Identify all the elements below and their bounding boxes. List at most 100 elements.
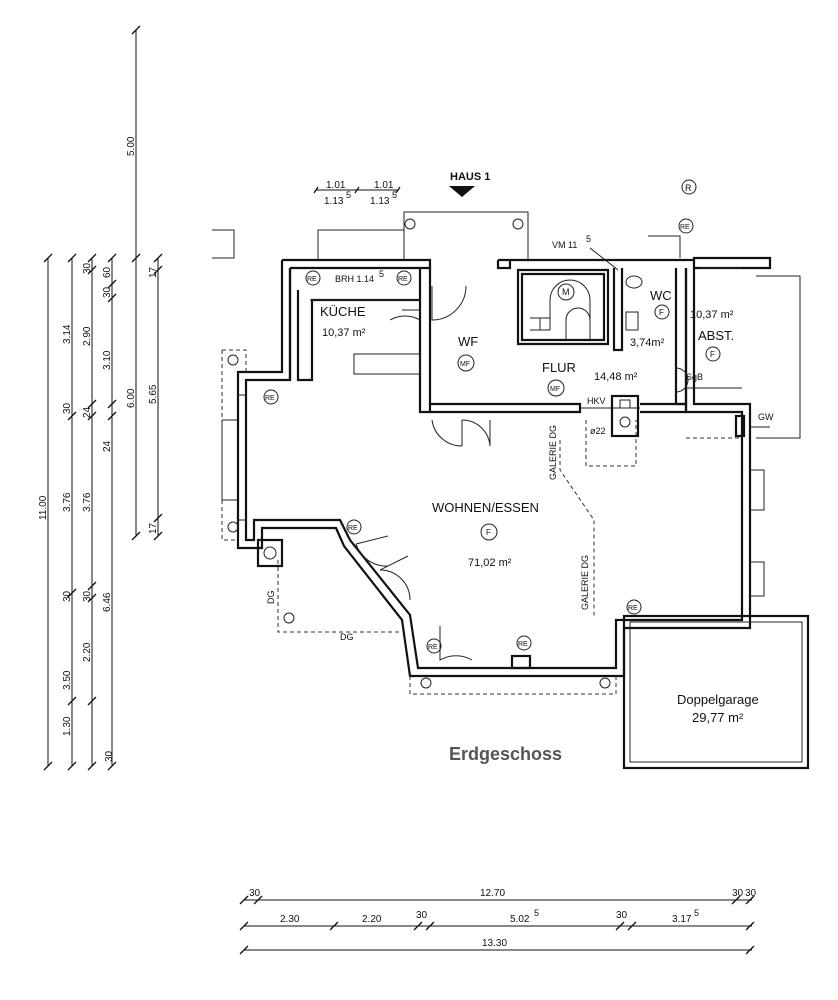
svg-text:30: 30 [102,286,113,298]
re-marker-door: RE [346,519,362,535]
svg-text:12.70: 12.70 [480,888,505,899]
room-name-kueche: KÜCHE [320,304,366,319]
dashed-lines [221,349,742,695]
svg-text:30: 30 [62,590,73,602]
svg-text:30: 30 [416,910,428,921]
svg-text:RE: RE [628,605,638,612]
top-dim-4-sup: 5 [392,190,397,200]
re-marker-bottom-1: RE [426,638,442,654]
vm-label: VM 11 [552,240,577,250]
svg-text:11.00: 11.00 [38,495,49,520]
svg-text:24: 24 [82,406,93,418]
svg-text:30: 30 [82,262,93,274]
svg-text:2.20: 2.20 [362,914,382,925]
svg-text:5.02: 5.02 [510,914,530,925]
svg-text:RE: RE [518,641,528,648]
svg-text:RE: RE [398,276,408,283]
room-area-abst: 10,37 m² [690,309,734,321]
room-name-wohnen: WOHNEN/ESSEN [432,500,539,515]
svg-text:5: 5 [534,908,539,918]
room-symbol-wohnen: F [486,528,491,537]
room-symbol-wf: MF [460,361,470,368]
re-markers: RE RE RE RE RE RE RE RE [263,218,694,654]
room-symbol-abst: F [710,350,715,359]
room-area-wohnen: 71,02 m² [468,557,512,569]
dg-label-1: DG [266,591,276,605]
haus-arrow-icon [449,186,475,197]
haus-label: HAUS 1 [450,171,490,183]
pillars [227,218,611,689]
svg-text:RE: RE [428,644,438,651]
left-dimensions: 11.00 3.14 30 3.76 30 3.50 1.30 30 2.90 … [38,25,163,771]
galerie-dg-2: GALERIE DG [580,555,590,610]
svg-text:60: 60 [102,266,113,278]
svg-text:30: 30 [616,910,628,921]
re-marker-kueche-2: RE [396,270,412,286]
svg-text:13.30: 13.30 [482,938,507,949]
re-marker-bottom-2: RE [516,635,532,651]
svg-text:30: 30 [82,590,93,602]
gw-label: GW [758,412,774,422]
top-dim-1: 1.01 [326,180,346,191]
svg-text:6.00: 6.00 [126,388,137,408]
svg-text:17: 17 [148,522,159,534]
svg-text:RE: RE [307,276,317,283]
svg-text:3.50: 3.50 [62,670,73,690]
page-title: Erdgeschoss [449,744,562,764]
svg-text:17: 17 [148,266,159,278]
room-symbol-wc: F [659,308,664,317]
svg-text:1.30: 1.30 [62,716,73,736]
room-name-wc: WC [650,288,672,303]
r-symbol: R [685,183,692,193]
re-marker-right: RE [626,599,642,615]
re-marker-wc: RE [678,218,694,234]
galerie-dg-1: GALERIE DG [548,425,558,480]
room-area-garage: 29,77 m² [692,710,744,725]
room-area-wc: 3,74m² [630,337,665,349]
room-symbol-flur: MF [550,386,560,393]
svg-text:30: 30 [732,888,744,899]
top-dim-4: 1.13 [370,196,390,207]
svg-text:30: 30 [104,750,115,762]
room-area-kueche: 10,37 m² [322,327,366,339]
brh-sup: 5 [379,269,384,279]
room-name-flur: FLUR [542,360,576,375]
sgb-label: SgB [686,372,703,382]
d22-label: ø22 [590,426,606,436]
re-marker-kueche-1: RE [305,270,321,286]
dg-label-2: DG [340,632,354,642]
svg-text:30: 30 [745,888,757,899]
top-dim-3-sup: 5 [346,190,351,200]
vm-sup: 5 [586,234,591,244]
top-dimension: 1.01 1.01 1.13 5 1.13 5 [313,180,401,207]
top-dim-2: 1.01 [374,180,394,191]
svg-text:3.10: 3.10 [102,350,113,370]
svg-text:3.17: 3.17 [672,914,692,925]
room-area-flur: 14,48 m² [594,371,638,383]
svg-text:3.76: 3.76 [62,492,73,512]
svg-text:30: 30 [249,888,261,899]
svg-text:2.30: 2.30 [280,914,300,925]
garage: Doppelgarage 29,77 m² [622,614,810,770]
svg-text:2.90: 2.90 [82,326,93,346]
hkv-label: HKV [587,396,606,406]
svg-text:30: 30 [62,402,73,414]
svg-text:3.14: 3.14 [62,324,73,344]
svg-text:RE: RE [680,224,690,231]
svg-text:5.00: 5.00 [126,136,137,156]
m-symbol: M [562,287,570,297]
room-name-abst: ABST. [698,328,734,343]
brh-label: BRH 1.14 [335,274,374,284]
re-marker-left: RE [263,389,279,405]
bottom-dimensions: 30 12.70 30 30 2.30 2.20 30 5.02 5 30 3.… [239,888,757,955]
svg-text:3.76: 3.76 [82,492,93,512]
svg-text:6.46: 6.46 [102,592,113,612]
doors [355,285,640,661]
svg-text:5: 5 [694,908,699,918]
top-dim-3: 1.13 [324,196,344,207]
svg-text:24: 24 [102,440,113,452]
svg-text:RE: RE [265,395,275,402]
svg-text:5.65: 5.65 [148,384,159,404]
svg-text:2.20: 2.20 [82,642,93,662]
